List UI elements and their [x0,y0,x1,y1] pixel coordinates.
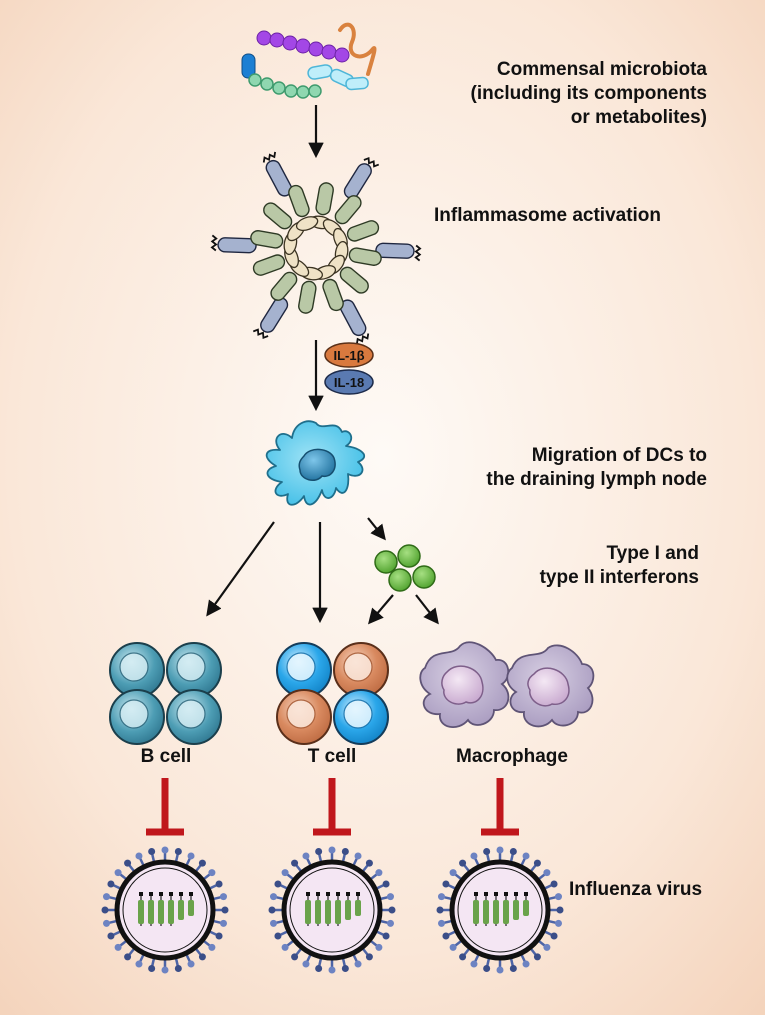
il1b-pill [324,342,374,368]
migration-label: Migration of DCs to the draining lymph n… [486,444,707,492]
inhibit-macrophage [481,778,519,836]
il18-pill [324,369,374,395]
il18-label: IL-18 [334,375,364,390]
arrow-to-interferons [367,517,386,541]
macrophage-label: Macrophage [456,746,568,767]
interferon-icon [374,544,436,592]
microbiota-label-line3: or metabolites) [570,107,707,128]
microbiota-label: Commensal microbiota (including its comp… [471,58,707,130]
inhibit-b-cell [146,778,184,836]
inflammasome-label: Inflammasome activation [434,205,662,226]
t-cell-label: T cell [307,746,357,767]
il1b-label: IL-1β [333,348,364,363]
interferons-label-line1: Type I and [606,543,699,564]
dendritic-cell-icon [265,420,365,506]
migration-label-line2: the draining lymph node [486,469,707,490]
interferons-label: Type I and type II interferons [540,542,699,590]
arrow-interferon-to-macrophage [415,594,439,625]
migration-label-line1: Migration of DCs to [531,445,707,466]
microbiota-label-line2: (including its components [470,83,707,104]
microbiota-label-line1: Commensal microbiota [496,59,707,80]
microbiota-icon [241,22,377,99]
influenza-virus-label: Influenza virus [569,879,703,900]
arrow-to-b-cell [206,521,275,617]
b-cell-label: B cell [140,746,192,767]
inhibit-t-cell [313,778,351,836]
interferons-label-line2: type II interferons [539,567,699,588]
arrow-interferon-to-t-cell [368,594,394,625]
macrophage-icon [419,641,595,728]
inflammasome-icon [210,151,422,345]
